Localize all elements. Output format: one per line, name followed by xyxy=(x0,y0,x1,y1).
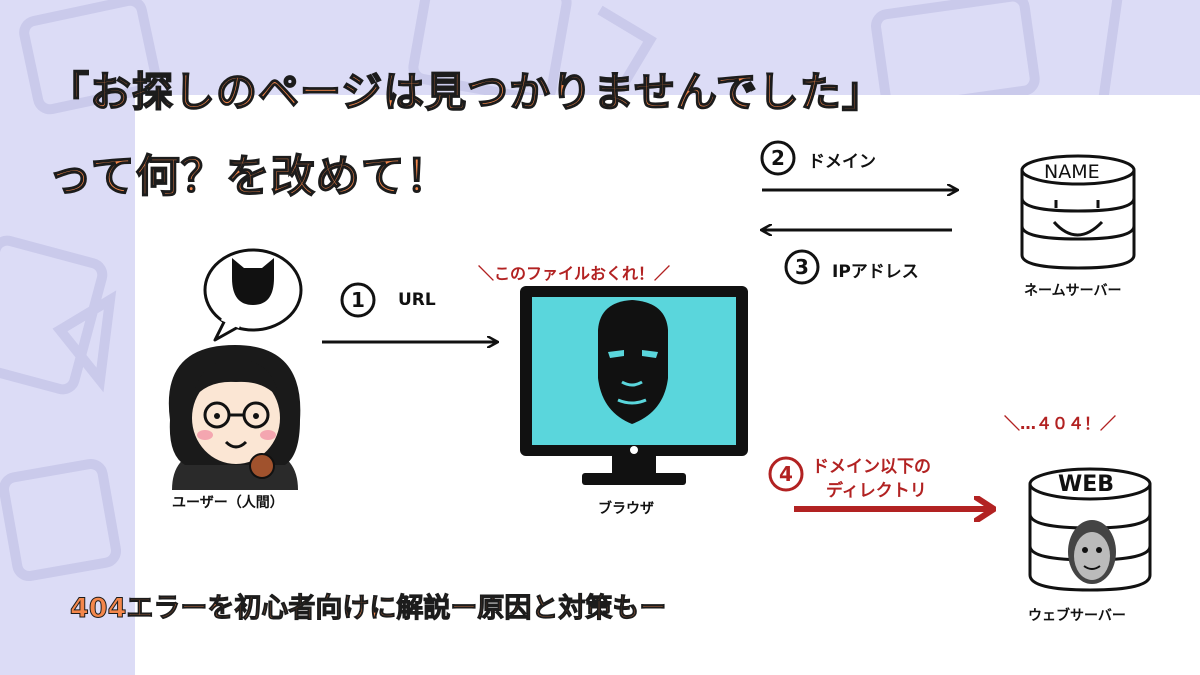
svg-text:1: 1 xyxy=(351,288,365,312)
step2-circle-icon: 2 xyxy=(760,140,796,176)
step4-circle-icon: 4 xyxy=(768,456,804,492)
svg-text:2: 2 xyxy=(771,146,785,170)
step4-label-line1: ドメイン以下の xyxy=(812,457,931,477)
user-avatar-icon xyxy=(168,345,301,490)
step1-label: URL xyxy=(398,290,436,310)
svg-text:3: 3 xyxy=(795,255,809,279)
step3-label: IPアドレス xyxy=(832,262,919,282)
nameserver-database-icon xyxy=(1020,154,1136,270)
step4-label-line2: ディレクトリ xyxy=(826,481,927,501)
svg-text:4: 4 xyxy=(779,462,793,486)
cat-icon xyxy=(232,258,274,305)
browser-label: ブラウザ xyxy=(598,501,654,517)
smile-face-icon xyxy=(1052,200,1104,237)
page-title-line2: って何？を改めて！ xyxy=(47,150,451,203)
step2-label: ドメイン xyxy=(808,152,876,172)
webserver-face-icon xyxy=(1068,520,1116,584)
nameserver-db-text: NAME xyxy=(1044,161,1100,183)
subtitle: 404エラーを初心者向けに解説ー原因と対策もー xyxy=(69,593,667,625)
nameserver-label: ネームサーバー xyxy=(1024,283,1122,299)
webserver-db-text: WEB xyxy=(1058,472,1115,497)
user-label: ユーザー（人間） xyxy=(172,495,284,511)
webserver-speech-text: ＼…４０４！／ xyxy=(1004,414,1117,433)
step1-circle-icon: 1 xyxy=(340,282,376,318)
page-title-line1: 「お探しのページは見つかりませんでした」 xyxy=(47,67,884,117)
browser-monitor-icon xyxy=(520,286,748,485)
step3-circle-icon: 3 xyxy=(784,249,820,285)
webserver-label: ウェブサーバー xyxy=(1028,608,1126,624)
browser-speech-text: ＼このファイルおくれ！／ xyxy=(478,264,671,283)
